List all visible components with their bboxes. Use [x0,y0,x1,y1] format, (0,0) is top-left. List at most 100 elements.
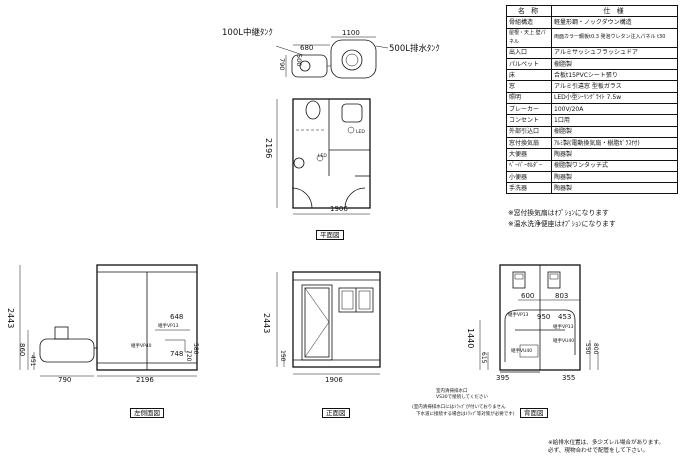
spec-table: 名 称 仕 様 骨組構造軽量形鋼・ノックダウン構造屋根・天上 壁パネル両面カラー… [506,4,678,195]
spec-row-value: 陶器製 [551,182,678,195]
spec-body: 骨組構造軽量形鋼・ノックダウン構造屋根・天上 壁パネル両面カラー鋼板t0.3 発… [506,16,678,195]
spec-row: 床合板t15PVCシート張り [506,69,678,82]
plan-tank-in-label: 100L中継ﾀﾝｸ [222,28,273,38]
spec-row-name: 窓 [506,80,552,93]
spec-row-value: 100V/20A [551,103,678,116]
spec-row-name: 屋根・天上 壁パネル [506,27,552,48]
back-drain-note-4: 下水道に接続する場合はﾄﾗｯﾌﾟ等対策が必要です) [416,412,515,417]
plan-dim-790: 790 [278,58,286,71]
back-dim-600: 600 [521,292,535,300]
spec-row-name: 床 [506,69,552,82]
spec-row-name: ブレーカー [506,103,552,116]
plan-outline [292,98,371,209]
plan-dim-2196: 2196 [264,138,273,159]
spec-row-name: 窓付換気扇 [506,136,552,150]
spec-row: 窓アルミ引違窓 型板ガラス [506,80,678,93]
spec-row: 出入口アルミサッシュフラッシュドア [506,46,678,59]
plan-view [275,36,389,215]
spec-head-name: 名 称 [506,4,552,18]
back-dim-950: 950 [537,313,551,321]
left-dim-2196: 2196 [136,376,154,384]
left-dim-2443: 2443 [6,308,15,329]
left-dim-860: 860 [18,343,26,357]
spec-row: 小便器陶器製 [506,170,678,184]
back-view [479,264,599,373]
spec-row-name: ﾍﾟｰﾊﾟｰﾎﾙﾀﾞｰ [506,159,552,172]
spec-row-value: 陶器製 [551,148,678,161]
back-pipe-b: 継手VP13 [553,325,574,330]
left-dim-580: 580 [192,343,199,355]
plan-urinal [341,103,363,123]
front-dim-150: 150 [279,350,286,362]
spec-row-value: 1口用 [551,114,678,127]
back-title: 背面図 [520,408,548,418]
back-vent-right [547,271,561,289]
footnote-line-2: 必ず、現物合わせで配管をして下さい。 [548,447,649,454]
left-title: 左側面図 [130,408,164,418]
spec-row-value: 合板t15PVCシート張り [551,69,678,82]
spec-row-name: 手洗器 [506,182,552,195]
back-drain-note-2: VS30で接続してください [436,395,488,400]
back-dim-453: 453 [558,313,572,321]
note-washlet: ※温水洗浄便座はｵﾌﾟｼｮﾝになります [508,220,616,228]
spec-row-value: 軽量形鋼・ノックダウン構造 [551,16,678,29]
spec-row-name: 出入口 [506,46,552,59]
plan-dim-680: 680 [300,44,314,52]
spec-row: 屋根・天上 壁パネル両面カラー鋼板t0.3 発泡ウレタン注入パネル t30 [506,27,678,48]
left-pipe-label-1: 継手VP40 [131,344,152,349]
spec-row-name: 外部引込口 [506,125,552,138]
spec-row-name: 大便器 [506,148,552,161]
left-dim-748: 748 [170,350,184,358]
spec-row: パルペット樹脂製 [506,57,678,71]
notes: ※窓付換気扇はｵﾌﾟｼｮﾝになります ※温水洗浄便座はｵﾌﾟｼｮﾝになります [508,208,616,230]
back-vent-left [512,271,526,289]
back-dim-800: 800 [592,343,599,355]
left-dim-648: 648 [170,313,184,321]
back-dim-803: 803 [555,292,569,300]
back-pipe-c: 継手VU40 [511,349,533,354]
spec-row-value: アルミ引違窓 型板ガラス [551,80,678,93]
spec-row-value: 樹脂製ワンタッチ式 [551,159,678,172]
spec-row: 大便器陶器製 [506,148,678,161]
plan-tank-out-label: 500L排水ﾀﾝｸ [389,44,440,54]
front-dim-2443: 2443 [262,313,271,334]
back-dim-355: 355 [562,374,576,382]
spec-row-value: 両面カラー鋼板t0.3 発泡ウレタン注入パネル t30 [551,27,678,48]
back-dim-615: 615 [480,352,487,364]
spec-row-name: 小便器 [506,170,552,184]
note-ventilation: ※窓付換気扇はｵﾌﾟｼｮﾝになります [508,209,609,217]
spec-row: 手洗器陶器製 [506,182,678,195]
spec-row-name: コンセント [506,114,552,127]
front-view [276,271,381,375]
plan-dim-500: 500 [295,54,303,67]
back-dim-550: 550 [584,343,591,355]
back-pipe-d: 継手VU40 [553,339,575,344]
spec-row-value: 樹脂製 [551,57,678,71]
back-drain-note-3: (室内清掃排水口にはﾄﾗｯﾌﾟが付いておりません [412,405,506,410]
spec-row-name: 骨組構造 [506,16,552,29]
front-body [292,271,381,368]
spec-head-spec: 仕 様 [551,4,678,18]
plan-toilet [305,100,321,120]
plan-led-1: LED [356,130,365,135]
spec-row-value: アルミサッシュフラッシュドア [551,46,678,59]
plan-led-2: LED [318,154,327,159]
left-dim-790: 790 [58,376,72,384]
left-dim-720: 720 [185,350,192,362]
spec-row: 骨組構造軽量形鋼・ノックダウン構造 [506,16,678,29]
spec-row: 窓付換気扇ｱﾙﾐ製(電動換気扇・樹脂ｶﾞﾗｽ付) [506,136,678,150]
front-title: 正面図 [322,408,350,418]
spec-row-value: ｱﾙﾐ製(電動換気扇・樹脂ｶﾞﾗｽ付) [551,136,678,150]
back-dim-395: 395 [496,374,510,382]
plan-title: 平面図 [316,230,344,240]
plan-dim-1100: 1100 [342,29,360,37]
back-dim-1440: 1440 [466,328,475,349]
spec-row-value: 陶器製 [551,170,678,184]
spec-row-value: 樹脂製 [551,125,678,138]
footnote-line-1: ※給排水位置は、多少ズレル場合があります。 [548,440,665,446]
